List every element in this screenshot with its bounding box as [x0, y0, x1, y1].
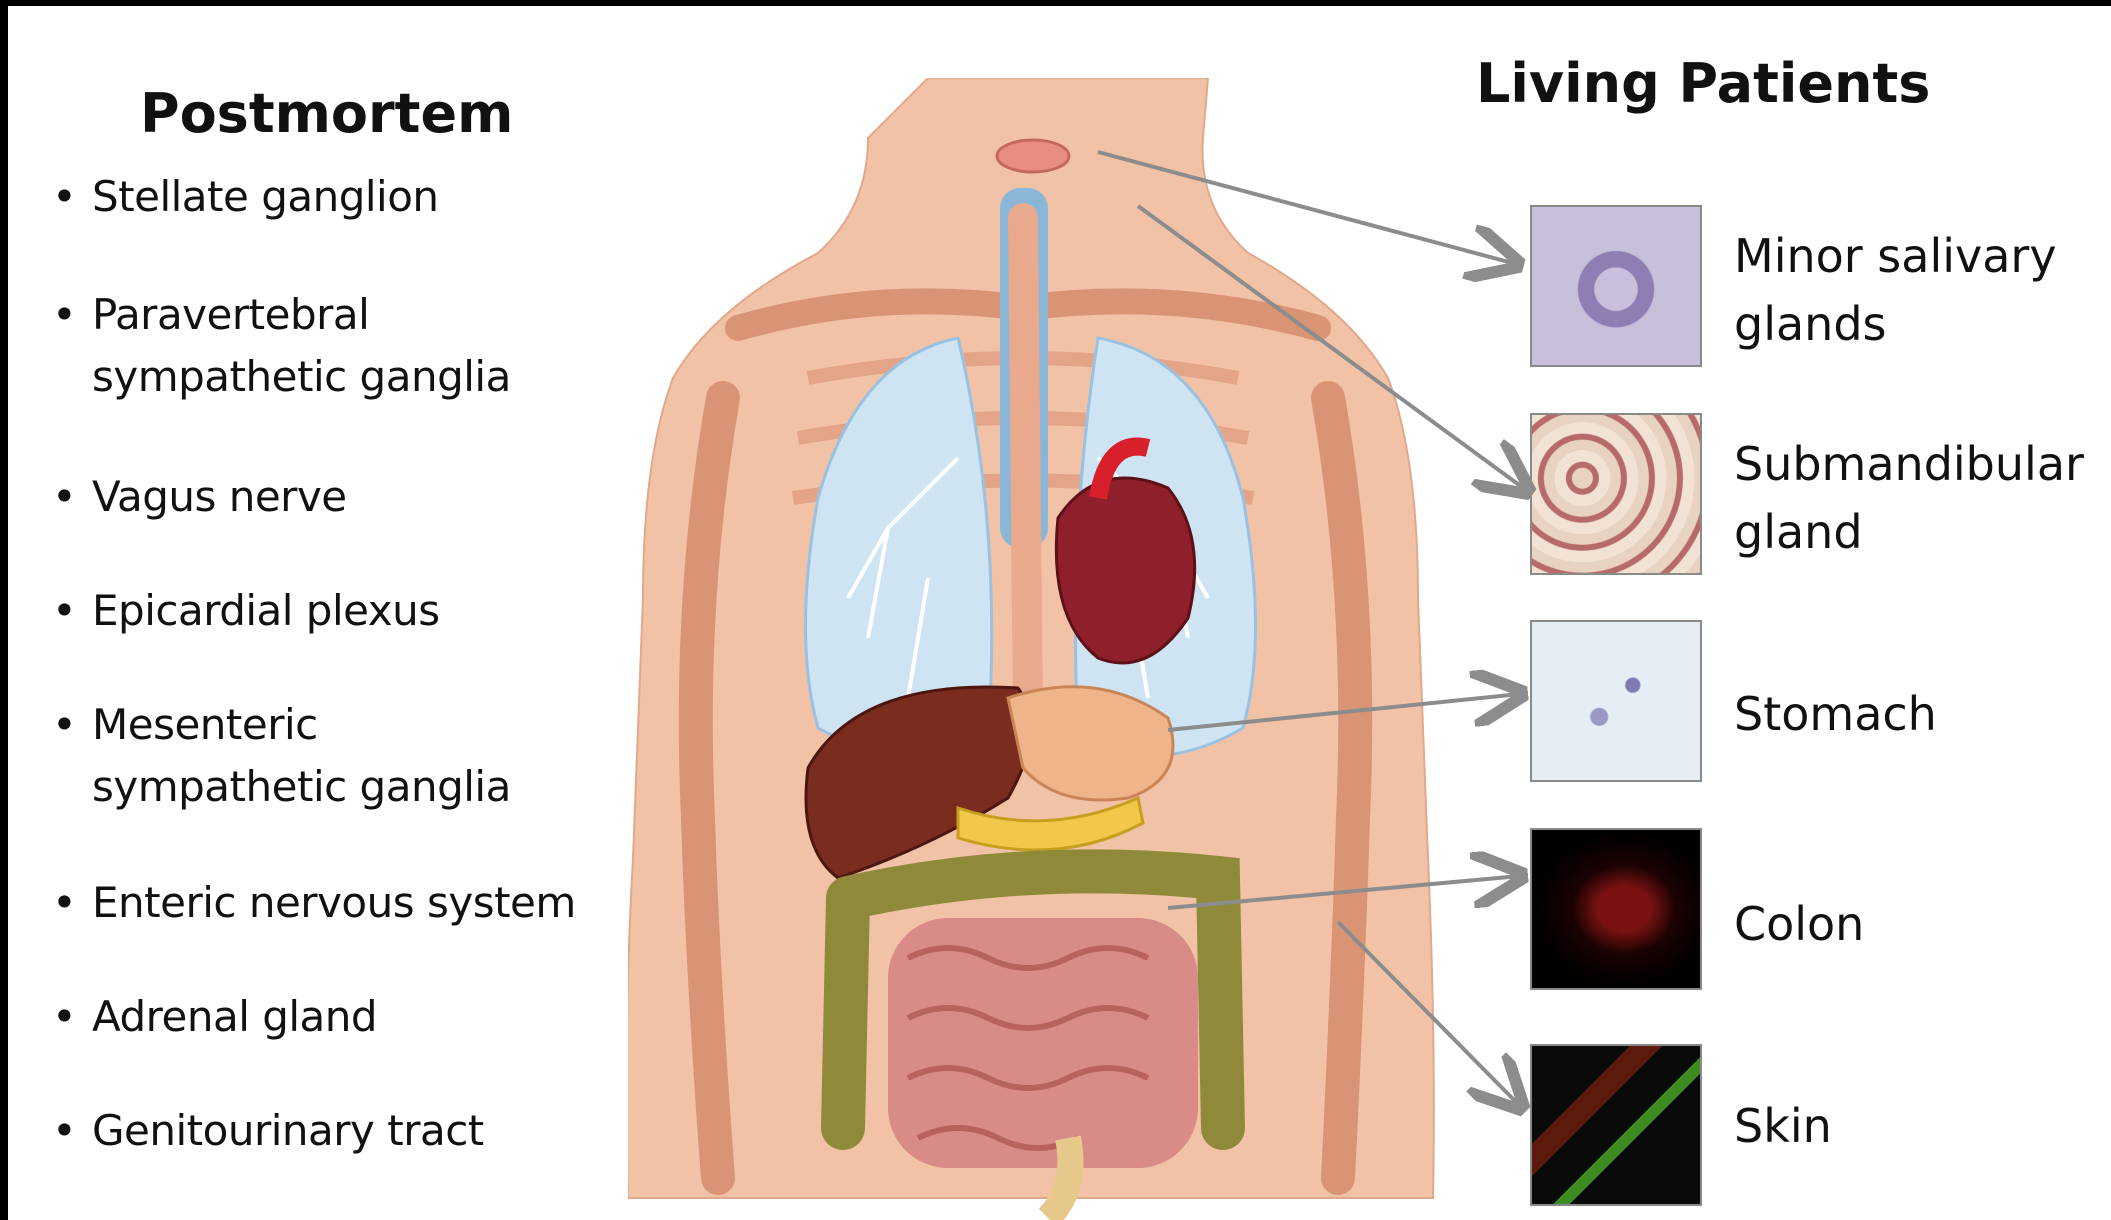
item-line: sympathetic ganglia — [92, 346, 624, 408]
item-line: Adrenal gland — [92, 986, 624, 1048]
bullet-icon: • — [52, 580, 76, 642]
living-patients-heading: Living Patients — [1476, 52, 1930, 115]
living-item-label: Colon — [1734, 890, 2104, 958]
bullet-icon: • — [52, 1100, 76, 1162]
colon-fluorescence-micrograph — [1530, 828, 1702, 990]
postmortem-item: • Adrenal gland — [44, 986, 624, 1048]
bullet-icon: • — [52, 694, 76, 756]
mouth — [997, 140, 1069, 172]
postmortem-item: • Epicardial plexus — [44, 580, 624, 642]
label-line: Skin — [1734, 1092, 2104, 1160]
anatomy-body-illustration — [628, 78, 1528, 1220]
postmortem-item: • Mesenteric sympathetic ganglia — [44, 694, 624, 818]
item-line: Mesenteric — [92, 694, 624, 756]
living-item-label: Minor salivary glands — [1734, 222, 2104, 358]
bullet-icon: • — [52, 166, 76, 228]
item-line: Paravertebral — [92, 284, 624, 346]
postmortem-item: • Vagus nerve — [44, 466, 624, 528]
item-line: Epicardial plexus — [92, 580, 624, 642]
item-line: Genitourinary tract — [92, 1100, 624, 1162]
bullet-icon: • — [52, 284, 76, 346]
item-line: Vagus nerve — [92, 466, 624, 528]
postmortem-heading: Postmortem — [140, 82, 513, 145]
heart — [1056, 478, 1194, 663]
postmortem-item: • Paravertebral sympathetic ganglia — [44, 284, 624, 408]
postmortem-item: • Genitourinary tract — [44, 1100, 624, 1162]
label-line: gland — [1734, 498, 2104, 566]
postmortem-item: • Stellate ganglion — [44, 166, 624, 228]
salivary-gland-micrograph — [1530, 205, 1702, 367]
label-line: glands — [1734, 290, 2104, 358]
label-line: Submandibular — [1734, 430, 2104, 498]
bullet-icon: • — [52, 872, 76, 934]
figure-canvas: Postmortem Living Patients • Stellate ga… — [8, 6, 2111, 1220]
label-line: Stomach — [1734, 680, 2104, 748]
item-line: Enteric nervous system — [92, 872, 624, 934]
esophagus — [1023, 218, 1028, 718]
skin-fluorescence-micrograph — [1530, 1044, 1702, 1206]
bullet-icon: • — [52, 986, 76, 1048]
item-line: Stellate ganglion — [92, 166, 624, 228]
living-item-label: Stomach — [1734, 680, 2104, 748]
submandibular-gland-micrograph — [1530, 413, 1702, 575]
label-line: Colon — [1734, 890, 2104, 958]
stomach-micrograph — [1530, 620, 1702, 782]
item-line: sympathetic ganglia — [92, 756, 624, 818]
label-line: Minor salivary — [1734, 222, 2104, 290]
living-item-label: Submandibular gland — [1734, 430, 2104, 566]
living-item-label: Skin — [1734, 1092, 2104, 1160]
bullet-icon: • — [52, 466, 76, 528]
postmortem-item: • Enteric nervous system — [44, 872, 624, 934]
